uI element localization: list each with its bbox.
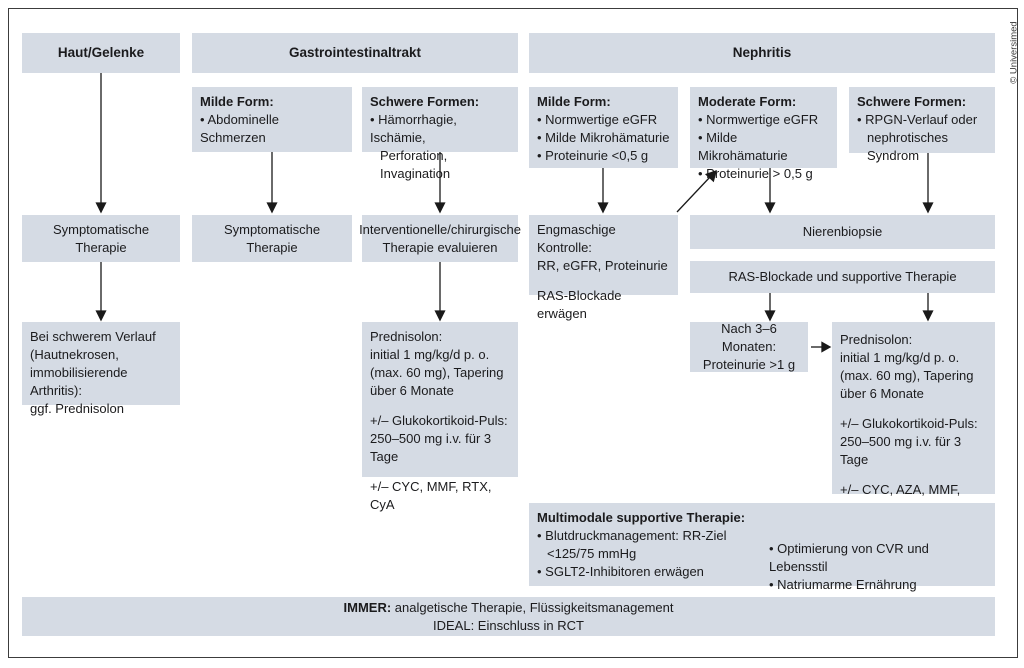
gi-symptomatic-therapy-label: Symptomatische Therapie	[223, 221, 321, 255]
gi-prednisolone-line: 250–500 mg i.v. für 3 Tage	[370, 431, 492, 464]
gi-prednisolone-line: über 6 Monate	[370, 383, 454, 398]
header-nephritis: Nephritis	[529, 33, 995, 73]
skin-symptomatic-therapy-box: Symptomatische Therapie	[22, 215, 180, 262]
gi-severe-form-box: Schwere Formen: • Hämorrhagie, Ischämie,…	[362, 87, 518, 181]
header-skin-joints-label: Haut/Gelenke	[57, 45, 145, 60]
skin-severe-course-line: (Hautnekrosen,	[30, 347, 119, 362]
supportive-therapy-title: Multimodale supportive Therapie:	[537, 510, 746, 525]
footer-immer-line: IMMER: analgetische Therapie, Flüssigkei…	[344, 599, 674, 617]
supportive-therapy-line: <125/75 mmHg	[547, 546, 637, 561]
nephritis-monitoring-line: Engmaschige Kontrolle:	[537, 222, 616, 255]
skin-severe-course-line: Bei schwerem Verlauf	[30, 329, 156, 344]
nephritis-monitoring-box: Engmaschige Kontrolle: RR, eGFR, Protein…	[529, 215, 678, 321]
gi-mild-form-title: Milde Form:	[200, 94, 274, 109]
skin-severe-course-line: ggf. Prednisolon	[30, 401, 124, 416]
header-gastrointestinal: Gastrointestinaltrakt	[192, 33, 518, 73]
footer-immer-text: analgetische Therapie, Flüssigkeitsmanag…	[391, 599, 674, 615]
nephritis-mild-form-line: • Milde Mikrohämaturie	[537, 130, 670, 145]
spacer	[840, 403, 987, 415]
nephritis-moderate-form-title: Moderate Form:	[698, 94, 797, 109]
nephritis-monitoring-line: RAS-Blockade erwägen	[537, 288, 622, 321]
nephritis-prednisolone-box: Prednisolon: initial 1 mg/kg/d p. o. (ma…	[832, 322, 995, 515]
nephritis-mild-form-box: Milde Form: • Normwertige eGFR • Milde M…	[529, 87, 678, 168]
nephritis-biopsy-box: Nierenbiopsie	[690, 215, 995, 249]
gi-prednisolone-line: Prednisolon:	[370, 329, 443, 344]
nephritis-mild-form-line: • Proteinurie <0,5 g	[537, 148, 649, 163]
supportive-therapy-line: • SGLT2-Inhibitoren erwägen	[537, 564, 704, 579]
supportive-therapy-left-column: • Blutdruckmanagement: RR-Ziel <125/75 m…	[537, 527, 769, 594]
gi-prednisolone-line: +/– Glukokortikoid-Puls:	[370, 413, 508, 428]
gi-severe-form-line: Perforation, Invagination	[380, 148, 451, 181]
gi-prednisolone-line: initial 1 mg/kg/d p. o.	[370, 347, 490, 362]
nephritis-prednisolone-line: (max. 60 mg), Tapering	[840, 368, 974, 383]
gi-mild-form-box: Milde Form: • Abdominelle Schmerzen	[192, 87, 352, 152]
spacer	[537, 275, 670, 287]
nephritis-moderate-form-line: • Proteinurie > 0,5 g	[698, 166, 813, 181]
gi-severe-form-title: Schwere Formen:	[370, 94, 480, 109]
gi-prednisolone-line: +/– CYC, MMF, RTX, CyA	[370, 479, 492, 512]
gi-interventional-therapy-line: Therapie evaluieren	[382, 239, 498, 255]
nephritis-after-months-box: Nach 3–6 Monaten: Proteinurie >1 g	[690, 321, 808, 372]
supportive-therapy-line: • Optimierung von CVR und Lebensstil	[769, 541, 929, 574]
nephritis-moderate-form-line: • Milde Mikrohämaturie	[698, 130, 788, 163]
nephritis-severe-form-line: • RPGN-Verlauf oder	[857, 112, 978, 127]
nephritis-prednisolone-line: +/– Glukokortikoid-Puls:	[840, 416, 978, 431]
nephritis-moderate-form-line: • Normwertige eGFR	[698, 112, 819, 127]
nephritis-moderate-form-box: Moderate Form: • Normwertige eGFR • Mild…	[690, 87, 837, 181]
header-skin-joints: Haut/Gelenke	[22, 33, 180, 73]
nephritis-mild-form-title: Milde Form:	[537, 94, 611, 109]
gi-interventional-therapy-line: Interventionelle/chirurgische	[359, 221, 521, 237]
nephritis-ras-blockade-box: RAS-Blockade und supportive Therapie	[690, 261, 995, 293]
nephritis-prednisolone-line: 250–500 mg i.v. für 3 Tage	[840, 434, 962, 467]
header-nephritis-label: Nephritis	[732, 45, 792, 60]
nephritis-after-months-line: Nach 3–6 Monaten:	[721, 321, 777, 354]
spacer	[370, 400, 510, 412]
nephritis-severe-form-title: Schwere Formen:	[857, 94, 967, 109]
gi-severe-form-line: • Hämorrhagie, Ischämie,	[370, 112, 457, 145]
spacer	[840, 469, 987, 481]
header-gastrointestinal-label: Gastrointestinaltrakt	[288, 45, 422, 60]
nephritis-mild-form-line: • Normwertige eGFR	[537, 112, 658, 127]
supportive-therapy-line: • Natriumarme Ernährung	[769, 577, 917, 592]
nephritis-severe-form-line: nephrotisches Syndrom	[867, 130, 948, 163]
nephritis-severe-form-box: Schwere Formen: • RPGN-Verlauf oder neph…	[849, 87, 995, 163]
skin-symptomatic-therapy-label: Symptomatische Therapie	[52, 221, 150, 255]
gi-interventional-therapy-box: Interventionelle/chirurgische Therapie e…	[359, 215, 521, 262]
supportive-therapy-line: • Blutdruckmanagement: RR-Ziel	[537, 528, 727, 543]
gi-prednisolone-box: Prednisolon: initial 1 mg/kg/d p. o. (ma…	[362, 322, 518, 512]
gi-prednisolone-line: (max. 60 mg), Tapering	[370, 365, 504, 380]
nephritis-after-months-line: Proteinurie >1 g	[702, 357, 796, 372]
copyright-text: © Universimed	[1008, 20, 1020, 84]
footer-ideal-line: IDEAL: Einschluss in RCT	[433, 617, 584, 633]
nephritis-prednisolone-line: über 6 Monate	[840, 386, 924, 401]
footer-banner: IMMER: analgetische Therapie, Flüssigkei…	[22, 597, 995, 636]
nephritis-prednisolone-line: initial 1 mg/kg/d p. o.	[840, 350, 960, 365]
gi-symptomatic-therapy-box: Symptomatische Therapie	[192, 215, 352, 262]
nephritis-monitoring-line: RR, eGFR, Proteinurie	[537, 258, 668, 273]
gi-mild-form-line: • Abdominelle Schmerzen	[200, 112, 279, 145]
nephritis-ras-blockade-label: RAS-Blockade und supportive Therapie	[728, 269, 957, 284]
supportive-therapy-box: Multimodale supportive Therapie: • Blutd…	[529, 503, 995, 592]
nephritis-biopsy-label: Nierenbiopsie	[802, 224, 883, 239]
nephritis-prednisolone-line: Prednisolon:	[840, 332, 913, 347]
footer-immer-label: IMMER:	[343, 599, 392, 615]
skin-severe-course-box: Bei schwerem Verlauf (Hautnekrosen, immo…	[22, 322, 180, 416]
spacer	[370, 466, 510, 478]
skin-severe-course-line: immobilisierende Arthritis):	[30, 365, 128, 398]
supportive-therapy-right-column: • Optimierung von CVR und Lebensstil • N…	[769, 527, 987, 594]
copyright-notice: © Universimed	[1006, 12, 1022, 92]
